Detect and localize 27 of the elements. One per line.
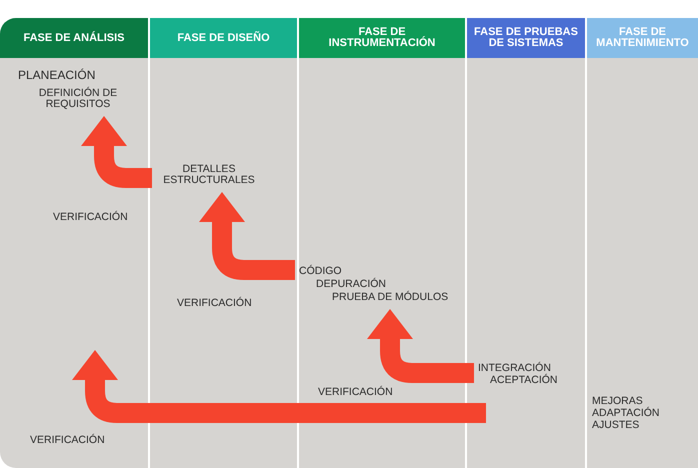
- task-label: DEFINICIÓN DE REQUISITOS: [30, 88, 126, 110]
- arrow: [81, 116, 152, 188]
- task-label: VERIFICACIÓN: [177, 298, 252, 309]
- phase-header: FASE DE INSTRUMENTACIÓN: [299, 18, 465, 58]
- task-label: INTEGRACIÓN: [478, 363, 551, 374]
- phase-column: [0, 18, 148, 468]
- phase-header: FASE DE MANTENIMIENTO: [587, 18, 698, 58]
- task-label: CÓDIGO: [299, 266, 342, 277]
- phase-column: [467, 18, 585, 468]
- task-label: MEJORAS: [592, 396, 643, 407]
- arrow: [72, 350, 486, 423]
- phase-column: [299, 18, 465, 468]
- task-label: AJUSTES: [592, 420, 640, 431]
- phase-header: FASE DE PRUEBAS DE SISTEMAS: [467, 18, 585, 58]
- phase-column: [150, 18, 297, 468]
- phase-header: FASE DE ANÁLISIS: [0, 18, 148, 58]
- task-label: ADAPTACIÓN: [592, 408, 660, 419]
- task-label: ACEPTACIÓN: [490, 375, 558, 386]
- task-label: DETALLES ESTRUCTURALES: [156, 164, 262, 186]
- task-label: VERIFICACIÓN: [30, 435, 105, 446]
- task-label: VERIFICACIÓN: [318, 387, 393, 398]
- phase-header: FASE DE DISEÑO: [150, 18, 297, 58]
- phase-column: [587, 18, 698, 468]
- task-label: VERIFICACIÓN: [53, 212, 128, 223]
- task-label: DEPURACIÓN: [316, 279, 386, 290]
- task-label: PLANEACIÓN: [18, 70, 96, 81]
- task-label: PRUEBA DE MÓDULOS: [332, 292, 448, 303]
